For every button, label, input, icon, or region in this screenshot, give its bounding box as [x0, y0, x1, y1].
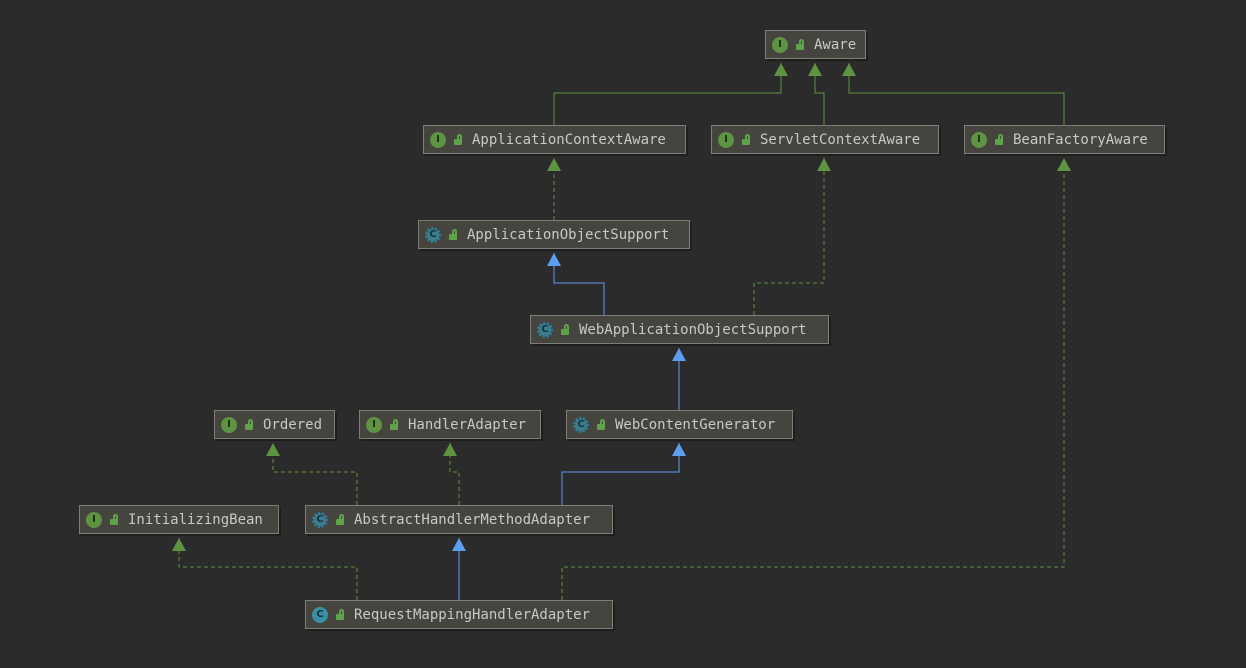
edge-line: [753, 158, 825, 315]
edge-line: [814, 63, 825, 125]
edge-servlet_ctx_aware-to-aware: [808, 63, 825, 125]
node-label: ApplicationObjectSupport: [467, 226, 670, 243]
edge-request_mapping_ha-to-bean_factory_aware: [561, 158, 1071, 600]
public-unlock-icon: [334, 608, 346, 621]
node-bean-factory-aware[interactable]: I BeanFactoryAware: [964, 125, 1165, 154]
node-app-obj-support[interactable]: C ApplicationObjectSupport: [418, 220, 690, 249]
arrowhead-icon: [1057, 158, 1071, 171]
edge-line: [178, 538, 358, 600]
node-label: Aware: [814, 36, 857, 53]
edge-web_app_obj_support-to-app_obj_support: [547, 253, 605, 315]
edge-request_mapping_ha-to-abstract_hma: [452, 538, 466, 600]
node-label: ApplicationContextAware: [472, 131, 666, 148]
edge-line: [553, 253, 605, 315]
edge-app_obj_support-to-app_ctx_aware: [547, 158, 561, 220]
edge-line: [561, 443, 680, 505]
public-unlock-icon: [559, 323, 571, 336]
arrowhead-icon: [547, 253, 561, 266]
interface-icon: I: [772, 36, 788, 53]
edge-line: [553, 63, 782, 125]
edge-request_mapping_ha-to-initializing_bean: [172, 538, 358, 600]
class-icon: C: [312, 606, 328, 623]
node-label: RequestMappingHandlerAdapter: [354, 606, 591, 623]
node-web-content-gen[interactable]: C WebContentGenerator: [566, 410, 793, 439]
node-initializing-bean[interactable]: I InitializingBean: [79, 505, 279, 534]
edge-abstract_hma-to-ordered: [266, 443, 358, 505]
node-label: WebApplicationObjectSupport: [579, 321, 807, 338]
edge-line: [449, 443, 460, 505]
node-label: AbstractHandlerMethodAdapter: [354, 511, 591, 528]
arrowhead-icon: [774, 63, 788, 76]
node-aware[interactable]: I Aware: [765, 30, 866, 59]
arrowhead-icon: [817, 158, 831, 171]
arrowhead-icon: [842, 63, 856, 76]
interface-icon: I: [366, 416, 382, 433]
public-unlock-icon: [794, 38, 806, 51]
edge-abstract_hma-to-web_content_gen: [561, 443, 686, 505]
public-unlock-icon: [452, 133, 464, 146]
node-label: HandlerAdapter: [408, 416, 527, 433]
edge-line: [272, 443, 358, 505]
edge-abstract_hma-to-handler_adapter: [443, 443, 460, 505]
arrowhead-icon: [266, 443, 280, 456]
public-unlock-icon: [993, 133, 1005, 146]
edge-line: [848, 63, 1065, 125]
interface-icon: I: [718, 131, 734, 148]
arrowhead-icon: [672, 443, 686, 456]
arrowhead-icon: [672, 348, 686, 361]
arrowhead-icon: [808, 63, 822, 76]
public-unlock-icon: [447, 228, 459, 241]
public-unlock-icon: [740, 133, 752, 146]
public-unlock-icon: [595, 418, 607, 431]
interface-icon: I: [430, 131, 446, 148]
edge-app_ctx_aware-to-aware: [553, 63, 788, 125]
arrowhead-icon: [172, 538, 186, 551]
public-unlock-icon: [334, 513, 346, 526]
interface-icon: I: [971, 131, 987, 148]
abstract-class-icon: C: [425, 226, 441, 243]
arrowhead-icon: [452, 538, 466, 551]
node-label: BeanFactoryAware: [1013, 131, 1148, 148]
arrowhead-icon: [443, 443, 457, 456]
edge-web_app_obj_support-to-servlet_ctx_aware: [753, 158, 831, 315]
node-request-mapping-ha[interactable]: C RequestMappingHandlerAdapter: [305, 600, 613, 629]
arrowhead-icon: [547, 158, 561, 171]
node-web-app-obj-support[interactable]: C WebApplicationObjectSupport: [530, 315, 829, 344]
abstract-class-icon: C: [537, 321, 553, 338]
interface-icon: I: [86, 511, 102, 528]
node-label: InitializingBean: [128, 511, 263, 528]
node-label: WebContentGenerator: [615, 416, 776, 433]
node-handler-adapter[interactable]: I HandlerAdapter: [359, 410, 541, 439]
edge-bean_factory_aware-to-aware: [842, 63, 1065, 125]
node-ordered[interactable]: I Ordered: [214, 410, 335, 439]
abstract-class-icon: C: [573, 416, 589, 433]
node-servlet-ctx-aware[interactable]: I ServletContextAware: [711, 125, 939, 154]
edge-web_content_gen-to-web_app_obj_support: [672, 348, 686, 410]
public-unlock-icon: [388, 418, 400, 431]
abstract-class-icon: C: [312, 511, 328, 528]
edge-line: [561, 158, 1065, 600]
node-label: ServletContextAware: [760, 131, 921, 148]
node-label: Ordered: [263, 416, 323, 433]
interface-icon: I: [221, 416, 237, 433]
public-unlock-icon: [243, 418, 255, 431]
public-unlock-icon: [108, 513, 120, 526]
node-app-ctx-aware[interactable]: I ApplicationContextAware: [423, 125, 686, 154]
node-abstract-hma[interactable]: C AbstractHandlerMethodAdapter: [305, 505, 613, 534]
